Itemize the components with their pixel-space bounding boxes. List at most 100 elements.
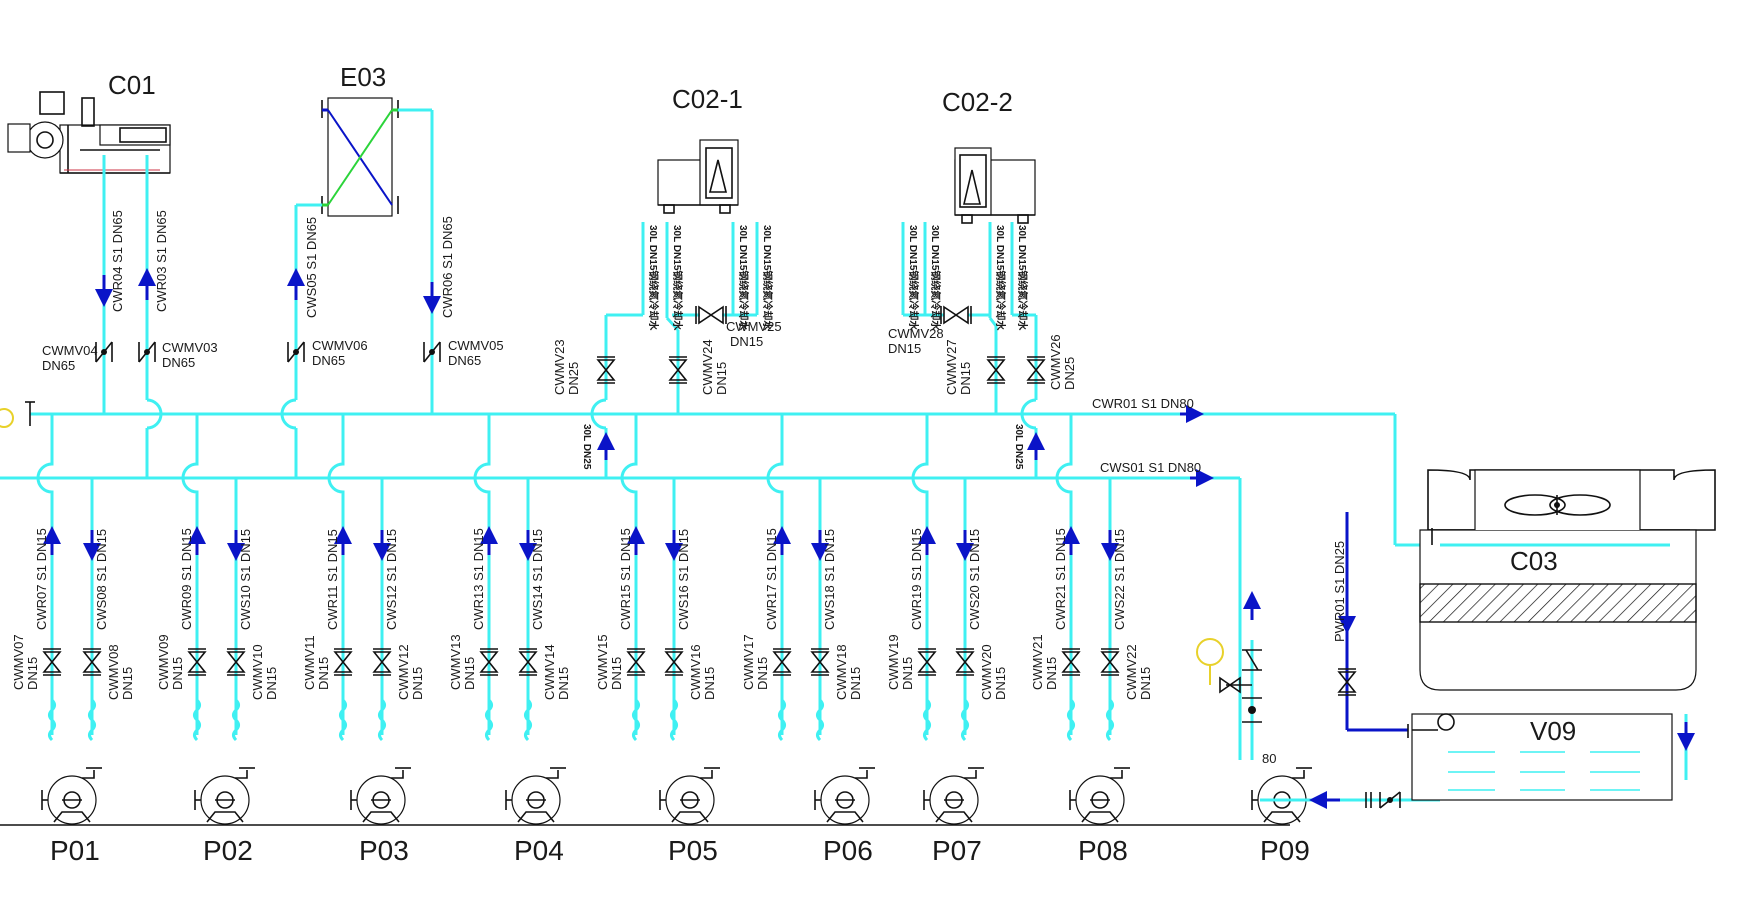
branch-valve-icon [82,648,102,676]
branch-supply-label: CWS16 S1 DN15 [676,529,691,630]
branch-supply-label: CWS22 S1 DN15 [1112,529,1127,630]
cwr06-label: CWR06 S1 DN65 [440,216,455,318]
pump-label: P07 [932,835,982,866]
c02-1-tag-c: 30L DN15钢绕氮冷却水 [737,225,750,331]
branch-return-label: CWR15 S1 DN15 [618,528,633,630]
pwr01-label: PWR01 S1 DN25 [1332,541,1347,642]
branch-supply-label: CWS12 S1 DN15 [384,529,399,630]
cwmv04-label: CWMV04 [42,343,98,358]
cwmv25-label: CWMV25 [726,319,782,334]
c02-2-tag-a: 30L DN15钢绕氮冷却水 [907,225,920,331]
branch-return-valve-label: CWMV17 [741,634,756,690]
c01-label: C01 [108,70,156,100]
branch-valve-icon [917,648,937,676]
branch-valve-icon [1061,648,1081,676]
pump-label: P03 [359,835,409,866]
branch-supply-valve-label: CWMV16 [688,644,703,700]
c02-1-tag-d: 30L DN15钢绕氮冷却水 [761,225,774,331]
c03-cooling-tower [1419,469,1716,691]
branch-supply-valve-size: DN15 [702,667,717,700]
cwmv28-valve-icon [940,305,972,325]
branch-return-label: CWR11 S1 DN15 [325,529,340,630]
branch-valve-icon [1100,648,1120,676]
e03-label: E03 [340,62,386,92]
branch-supply-valve-label: CWMV10 [250,644,265,700]
v09-tank [1407,713,1695,801]
cws05-label: CWS05 S1 DN65 [304,217,319,318]
pump-label: P05 [668,835,718,866]
c02-1-label: C02-1 [672,84,743,114]
cwr01-label: CWR01 S1 DN80 [1092,396,1194,411]
pump-p04: P04 [505,767,566,866]
pressure-gauge-icon [1196,638,1224,666]
cwmv23-label: CWMV23 [552,339,567,395]
branch-return-valve-size: DN15 [316,657,331,690]
branch-valve-icon [479,648,499,676]
cwmv23-size: DN25 [566,362,581,395]
cwmv26-valve-icon [1026,356,1046,384]
cwmv06-label: CWMV06 [312,338,368,353]
p09-size-label: 80 [1262,751,1276,766]
branch-return-valve-label: CWMV11 [302,635,317,690]
e03-equipment [321,97,399,217]
cwmv28-size: DN15 [888,341,921,356]
branch-supply-label: CWS08 S1 DN15 [94,529,109,630]
branch-valve-icon [772,648,792,676]
cwmv27-size: DN15 [958,362,973,395]
pwr01-line [1337,512,1408,732]
c02-2-tag-d: 30L DN15钢绕氮冷却水 [1016,225,1029,331]
branch-return-label: CWR21 S1 DN15 [1053,528,1068,630]
branch-return-label: CWR09 S1 DN15 [179,528,194,630]
p09-gate-valve-icon [1242,697,1262,723]
branch-supply-valve-label: CWMV12 [396,644,411,700]
branch-supply-valve-size: DN15 [410,667,425,700]
cws01-header [0,469,1242,760]
branch-return-label: CWR19 S1 DN15 [909,528,924,630]
p09-drain-valve-icon [1219,676,1241,694]
branch-supply-valve-label: CWMV22 [1124,644,1139,700]
branch-supply-valve-label: CWMV14 [542,644,557,700]
pump-p06: P06 [814,767,875,866]
branch-return-valve-size: DN15 [25,657,40,690]
branch-supply-valve-size: DN15 [556,667,571,700]
pump-label: P06 [823,835,873,866]
upper-check-valves [95,341,441,363]
branch-return-label: CWR13 S1 DN15 [471,528,486,630]
branch-supply-valve-label: CWMV08 [106,644,121,700]
branch-return-valve-size: DN15 [755,657,770,690]
cwmv24-label: CWMV24 [700,339,715,395]
branch-valve-icon [372,648,392,676]
pump-label: P08 [1078,835,1128,866]
cwr04-label: CWR04 S1 DN65 [110,210,125,312]
branch-supply-label: CWS10 S1 DN15 [238,529,253,630]
cwmv24-valve-icon [668,356,688,384]
pump-label: P01 [50,835,100,866]
branch-supply-valve-size: DN15 [1138,667,1153,700]
pump-p09: P09 [1251,767,1312,866]
cwmv05-label: CWMV05 [448,338,504,353]
cwmv27-label: CWMV27 [944,339,959,395]
c02-2-tag-c: 30L DN15钢绕氮冷却水 [994,225,1007,331]
pump-p07: P07 [923,767,984,866]
pump-p08: P08 [1069,767,1130,866]
cwr01-header [25,401,1422,547]
branch-valve-icon [187,648,207,676]
cwmv28-label: CWMV28 [888,326,944,341]
branch-supply-label: CWS18 S1 DN15 [822,529,837,630]
branch-valve-icon [333,648,353,676]
pwr01-valve-icon [1337,668,1357,696]
v09-label: V09 [1530,716,1576,746]
c02-1-tag-a: 30L DN15钢绕氮冷却水 [647,225,660,331]
cwr03-label: CWR03 S1 DN65 [154,210,169,312]
branch-supply-valve-size: DN15 [120,667,135,700]
cwmv26-size: DN25 [1062,357,1077,390]
branch-supply-label: CWS20 S1 DN15 [967,529,982,630]
